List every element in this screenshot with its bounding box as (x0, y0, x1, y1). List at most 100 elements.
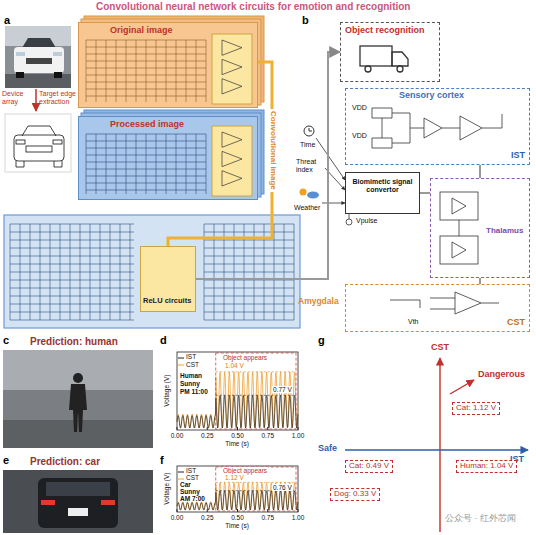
text-label: Dog: 0.33 V (330, 488, 380, 501)
text-label: 1.00 (292, 432, 305, 439)
text-label: 0.75 (261, 432, 274, 439)
node-heading: ReLU circuits (143, 297, 191, 305)
text-label: 1.12 V (224, 474, 245, 481)
text-label: VDD (352, 104, 367, 112)
text-label: f (160, 454, 164, 466)
text-label: Prediction: human (30, 336, 118, 347)
text-label: a (4, 14, 10, 26)
opamp-block (212, 34, 252, 104)
text-label: Human: 1.04 V (456, 460, 517, 473)
opamp-block (212, 126, 252, 196)
text-label: Voltage (V) (162, 375, 169, 407)
edge-drawing (5, 114, 71, 172)
text-label: 0.25 (201, 432, 214, 439)
array-panel: Processed image (78, 116, 258, 200)
text-label: Car (180, 481, 191, 488)
text-label: c (3, 334, 9, 346)
connector (168, 62, 272, 246)
node-heading: Sensory cortex (398, 91, 465, 101)
pulse-source (346, 214, 352, 225)
node-label: CST (507, 318, 525, 328)
text-label: PM 11:00 (180, 388, 208, 395)
task-box: Object recognition (340, 22, 440, 82)
array-panel: Original image (78, 22, 258, 108)
text-label: Time (s) (225, 522, 249, 529)
node-heading: Biomimetic signal convertor (348, 178, 417, 193)
text-label: Device array (2, 90, 34, 105)
text-label: Sunny (180, 488, 200, 495)
crossbar-grid (10, 224, 134, 320)
voltage-plot (177, 352, 298, 430)
text-label: Safe (318, 444, 337, 454)
text-label: 公众号 · 红外芯闻 (445, 514, 516, 524)
street-photo (3, 350, 153, 448)
threat-axes (345, 358, 528, 532)
text-label: 0.50 (231, 514, 244, 521)
crossbar-array-panel (4, 16, 300, 328)
figure-title: Convolutional neural network circuits fo… (96, 1, 410, 12)
input-wires (316, 138, 345, 203)
text-label: CST (186, 474, 199, 481)
text-label: e (3, 454, 9, 466)
text-label: 0.76 V (272, 484, 293, 491)
text-label: Threat index (296, 158, 324, 173)
truck-icon (360, 46, 408, 72)
text-label: 0.50 (231, 432, 244, 439)
text-label: 0.25 (201, 514, 214, 521)
process-arrow (35, 89, 37, 111)
text-label: 0.75 (261, 514, 274, 521)
text-label: Voltage (V) (162, 473, 169, 505)
region-box: Sensory cortexIST (345, 88, 530, 165)
text-label: 0.77 V (272, 386, 293, 393)
region-box: Thalamus (430, 178, 530, 278)
process-box: Biomimetic signal convertor (345, 172, 420, 214)
crossbar-grid (86, 40, 206, 102)
connector (480, 165, 481, 178)
connector-label: Convolutional image (268, 109, 277, 192)
text-label: Cat: 0.49 V (345, 460, 393, 473)
text-label: IST (186, 353, 196, 360)
time-icon (304, 126, 314, 136)
text-label: CST (186, 361, 199, 368)
text-label: 1.04 V (224, 362, 245, 369)
thalamus-circuit (440, 192, 478, 264)
text-label: b (302, 14, 309, 26)
text-label: Dangerous (478, 370, 525, 380)
car-rear-photo (3, 470, 153, 533)
text-label: d (160, 334, 167, 346)
node-label: IST (511, 151, 525, 161)
text-label: Vpulse (356, 217, 377, 225)
text-label: Weather (294, 204, 320, 212)
text-label: Time (300, 141, 315, 149)
weather-icon (300, 189, 320, 199)
relu-block: ReLU circuits (140, 246, 196, 312)
text-label: IST (186, 467, 196, 474)
connector (420, 193, 430, 194)
text-label: CST (431, 343, 449, 353)
sensory-circuit (372, 108, 502, 148)
text-label: g (318, 334, 325, 346)
node-heading: Thalamus (485, 227, 524, 236)
node-heading: Object recognition (345, 26, 425, 36)
amygdala-circuit (390, 292, 499, 314)
text-label: Time (s) (225, 440, 249, 447)
voltage-plot (177, 466, 298, 512)
text-label: VDD (352, 132, 367, 140)
text-label: Prediction: car (30, 456, 100, 467)
text-label: 0.00 (171, 514, 184, 521)
text-label: Cat: 1.12 V (452, 402, 500, 415)
text-label: Target edge extraction (39, 90, 78, 105)
node-heading: Original image (109, 26, 174, 36)
region-box: AmygdalaCST (345, 284, 530, 332)
text-label: Human (180, 372, 202, 379)
text-label: Sunny (180, 380, 200, 387)
node-heading: Processed image (109, 120, 185, 130)
node-heading: Amygdala (298, 297, 339, 306)
connector (196, 52, 340, 279)
crossbar-grid (86, 134, 206, 194)
text-label: 0.00 (171, 432, 184, 439)
car-photo (5, 26, 71, 88)
text-label: 1.00 (292, 514, 305, 521)
